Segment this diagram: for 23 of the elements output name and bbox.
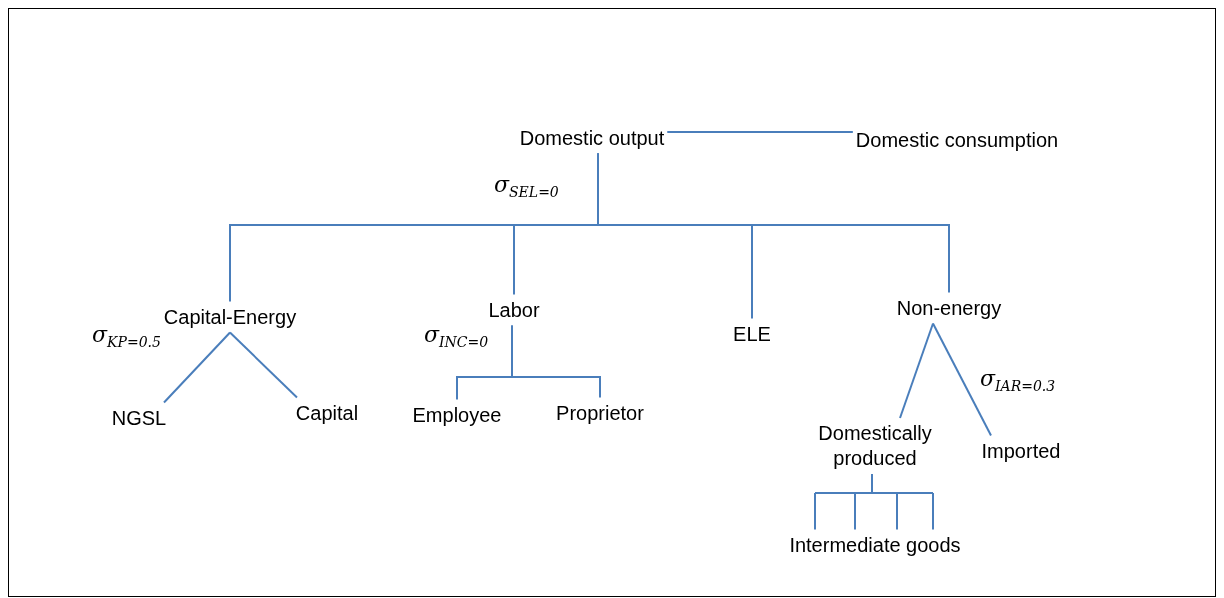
elasticity-label: σ$_{SEL=0}$ bbox=[494, 172, 559, 201]
tree-node-label: ELE bbox=[730, 318, 774, 350]
connector-line bbox=[229, 331, 298, 399]
tree-node-label: Imported bbox=[978, 435, 1064, 467]
tree-node-label: Capital-Energy bbox=[160, 301, 300, 333]
tree-node-label: Capital bbox=[292, 397, 362, 429]
tree-node-label: Intermediate goods bbox=[786, 529, 964, 561]
connector-line bbox=[666, 131, 854, 133]
elasticity-label: σ$_{KP=0.5}$ bbox=[92, 322, 161, 351]
tree-node-label: Domestic output bbox=[516, 122, 668, 154]
elasticity-label: σ$_{IAR=0.3}$ bbox=[980, 366, 1056, 395]
connector-line bbox=[814, 473, 934, 531]
connector-line bbox=[899, 322, 934, 419]
tree-node-label: Proprietor bbox=[553, 397, 647, 429]
connector-line bbox=[597, 152, 950, 294]
tree-node-label: Employee bbox=[409, 399, 505, 431]
connector-line bbox=[511, 324, 601, 399]
connector-line bbox=[163, 331, 231, 404]
tree-node-label: Non-energy bbox=[893, 292, 1005, 324]
tree-node-label: NGSL bbox=[108, 402, 170, 434]
tree-node-label: Domestically produced bbox=[797, 418, 953, 474]
tree-node-label: Domestic consumption bbox=[852, 124, 1062, 156]
connector-line bbox=[932, 322, 992, 437]
